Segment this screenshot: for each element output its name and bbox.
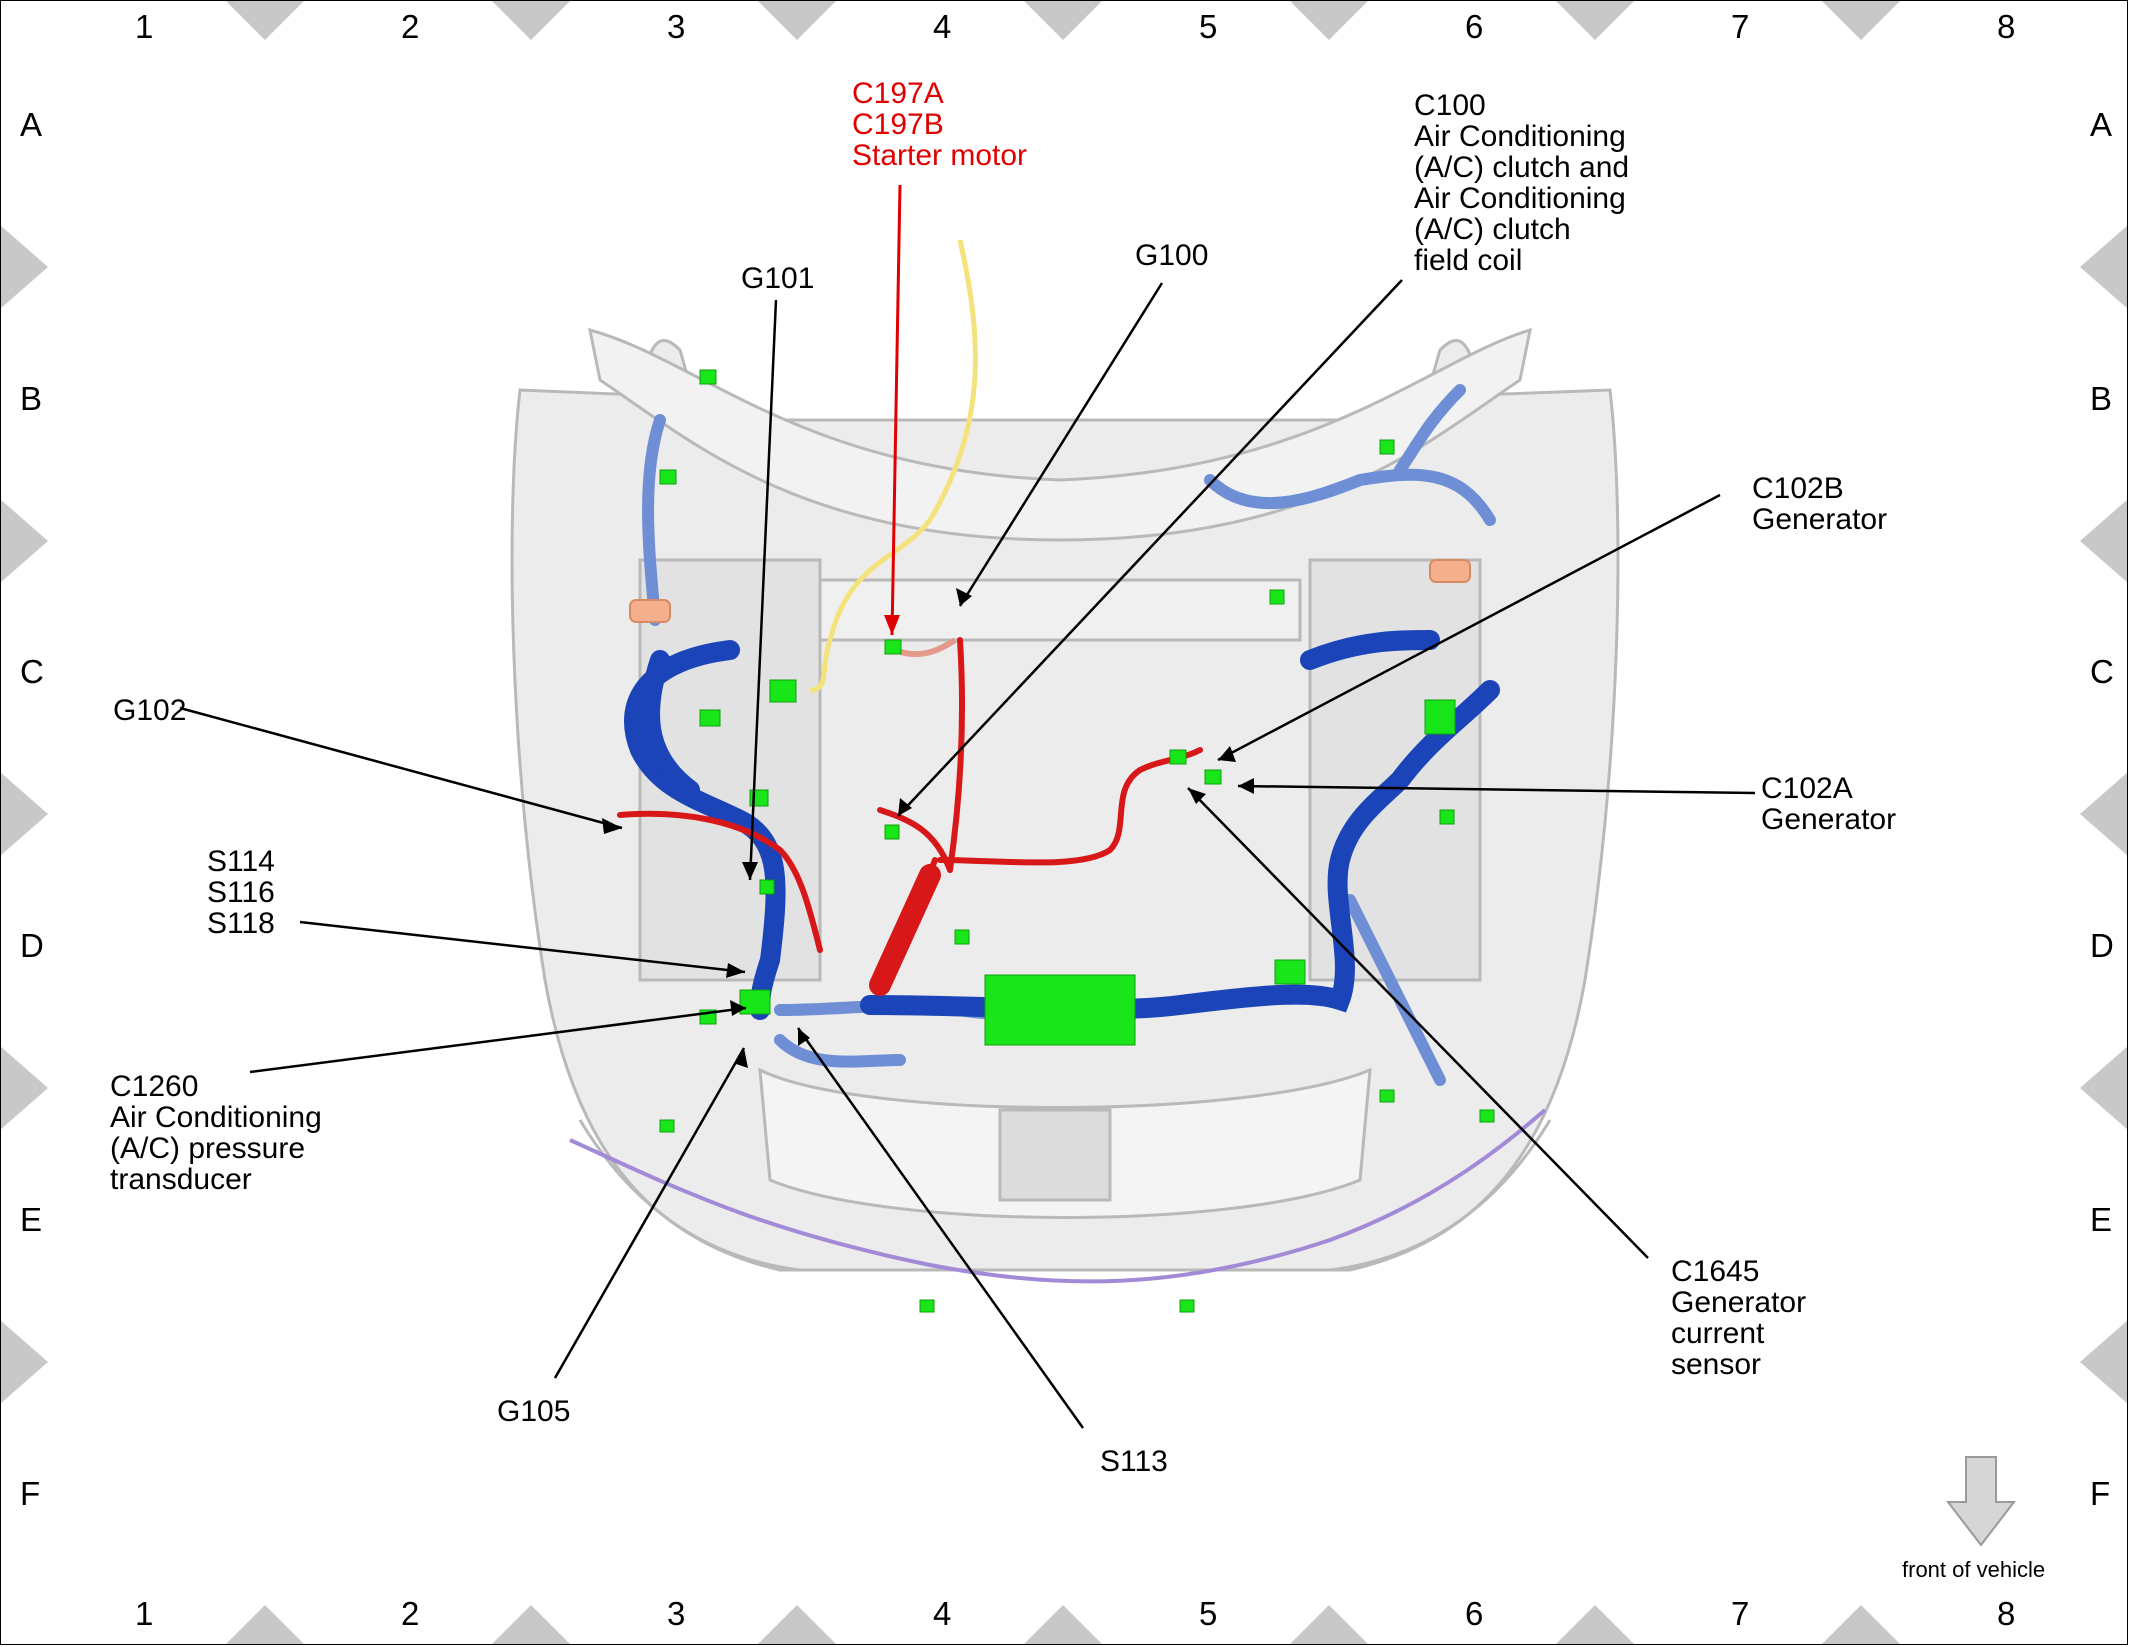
grid-column-top-1: 1 (135, 8, 154, 45)
grid-column-top-8: 8 (1997, 8, 2016, 45)
label-s113: S113 (1100, 1445, 1168, 1478)
grid-column-bottom-6: 6 (1465, 1595, 1484, 1632)
grid-column-bottom-2: 2 (401, 1595, 420, 1632)
label-g102: G102 (113, 694, 187, 727)
grid-row-left-a: A (20, 106, 43, 143)
grid-column-bottom-4: 4 (933, 1595, 952, 1632)
grid-column-bottom-3: 3 (667, 1595, 686, 1632)
grid-row-left-d: D (20, 927, 44, 964)
label-g105: G105 (497, 1395, 571, 1428)
grid-column-bottom-7: 7 (1731, 1595, 1750, 1632)
leader-lines (179, 279, 1756, 1429)
connectors (659, 369, 1495, 1313)
grid-row-left-f: F (20, 1475, 41, 1512)
label-g101: G101 (741, 262, 815, 295)
grommets (629, 559, 1471, 623)
grid-column-top-6: 6 (1465, 8, 1484, 45)
grid-column-top-4: 4 (933, 8, 952, 45)
label-g100: G100 (1135, 239, 1209, 272)
grid-row-right-d: D (2090, 927, 2114, 964)
arrowheads (602, 588, 1254, 1068)
grid-row-left-c: C (20, 653, 44, 690)
grid-column-bottom-1: 1 (135, 1595, 154, 1632)
grid-column-bottom-5: 5 (1199, 1595, 1218, 1632)
grid-column-top-5: 5 (1199, 8, 1218, 45)
grid-row-left-e: E (20, 1201, 43, 1238)
yellow-wire (809, 239, 978, 693)
grid-column-top-2: 2 (401, 8, 420, 45)
front-arrow-icon (1945, 1456, 2017, 1547)
grid-row-right-c: C (2090, 653, 2114, 690)
grid-row-right-f: F (2090, 1475, 2111, 1512)
grid-column-top-3: 3 (667, 8, 686, 45)
leader-line-c197 (890, 184, 902, 636)
grid-row-right-b: B (2090, 380, 2113, 417)
purple-wire (569, 1108, 1547, 1284)
grid-column-bottom-8: 8 (1997, 1595, 2016, 1632)
grid-row-right-e: E (2090, 1201, 2113, 1238)
front-of-vehicle-label: front of vehicle (1902, 1557, 2046, 1582)
grid-row-right-a: A (2090, 106, 2113, 143)
grid-column-top-7: 7 (1731, 8, 1750, 45)
starter-cable (869, 864, 941, 996)
power-cable-light (893, 637, 957, 658)
grid-row-left-b: B (20, 380, 43, 417)
